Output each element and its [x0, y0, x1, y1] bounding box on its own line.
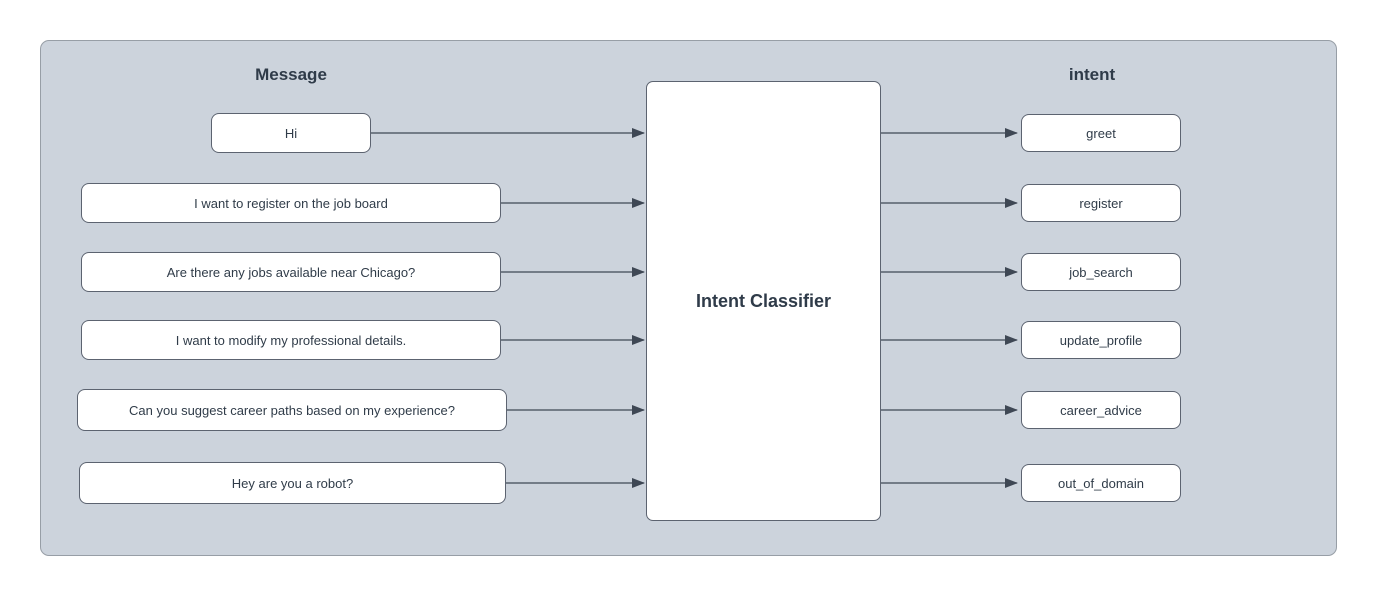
intent-node-label: register: [1079, 195, 1123, 211]
message-node-label: Can you suggest career paths based on my…: [129, 402, 455, 418]
column-header-message: Message: [255, 65, 327, 84]
intent-node-label: career_advice: [1060, 402, 1142, 418]
intent-node-out-of-domain[interactable]: out_of_domain: [1021, 464, 1181, 502]
message-node-label: Hey are you a robot?: [231, 475, 354, 491]
diagram-canvas: Message intent Hi I want to register on …: [40, 40, 1337, 556]
message-node-hi[interactable]: Hi: [211, 113, 371, 153]
intent-node-greet[interactable]: greet: [1021, 114, 1181, 152]
intent-node-label: out_of_domain: [1057, 475, 1144, 491]
message-node-job-search[interactable]: Are there any jobs available near Chicag…: [81, 252, 501, 292]
intent-node-job-search[interactable]: job_search: [1021, 253, 1181, 291]
intent-node-label: greet: [1086, 125, 1116, 141]
intent-classifier-node[interactable]: Intent Classifier: [646, 81, 881, 521]
message-node-register[interactable]: I want to register on the job board: [81, 183, 501, 223]
intent-node-update-profile[interactable]: update_profile: [1021, 321, 1181, 359]
message-node-label: I want to register on the job board: [194, 195, 388, 211]
column-header-intent: intent: [1068, 65, 1116, 84]
intent-node-label: job_search: [1069, 264, 1133, 280]
message-node-career-advice[interactable]: Can you suggest career paths based on my…: [77, 389, 507, 431]
message-node-label: I want to modify my professional details…: [175, 332, 407, 348]
message-node-update-profile[interactable]: I want to modify my professional details…: [81, 320, 501, 360]
intent-node-label: update_profile: [1059, 332, 1143, 348]
message-node-robot[interactable]: Hey are you a robot?: [79, 462, 506, 504]
intent-classifier-label: Intent Classifier: [695, 290, 832, 311]
intent-node-register[interactable]: register: [1021, 184, 1181, 222]
message-node-label: Are there any jobs available near Chicag…: [166, 264, 416, 280]
intent-node-career-advice[interactable]: career_advice: [1021, 391, 1181, 429]
message-node-label: Hi: [284, 125, 298, 141]
